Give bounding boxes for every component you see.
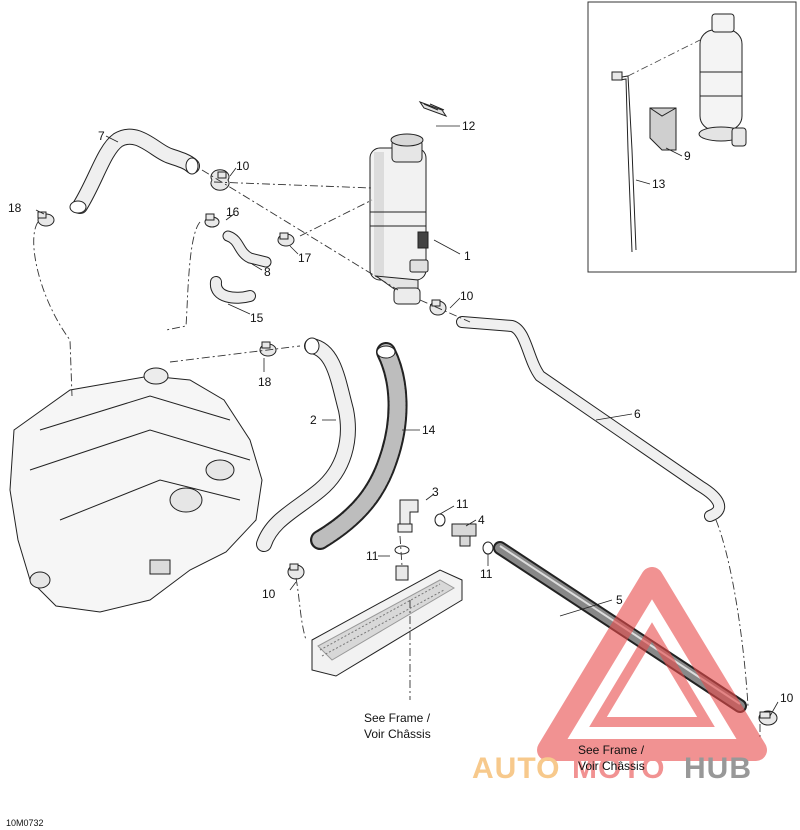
hose-15 — [210, 276, 256, 304]
note-right-fr: Voir Châssis — [578, 759, 645, 773]
label-10-b: 10 — [460, 289, 474, 303]
label-7: 7 — [98, 129, 105, 143]
label-16: 16 — [226, 205, 240, 219]
label-11-c: 11 — [480, 567, 493, 581]
inset-overflow-hose — [611, 71, 637, 253]
elbow-fitting-3 — [397, 499, 419, 533]
diagram-code: 10M0732 — [6, 818, 44, 828]
tee-fitting-4 — [451, 523, 477, 547]
leader-lines — [35, 125, 779, 717]
label-11-b: 11 — [366, 549, 379, 563]
inset-coolant-tank — [698, 13, 747, 147]
label-8: 8 — [264, 265, 271, 279]
heat-exchanger — [311, 565, 463, 677]
connection-lines — [33, 169, 761, 740]
label-5: 5 — [616, 593, 623, 607]
note-left-fr: Voir Châssis — [364, 727, 431, 741]
label-10-d: 10 — [780, 691, 794, 705]
label-10-a: 10 — [236, 159, 250, 173]
label-13: 13 — [652, 177, 666, 191]
clamp-17 — [277, 232, 295, 247]
clamp-10-d — [758, 710, 778, 726]
clamp-18-b — [259, 341, 277, 357]
coolant-reservoir — [369, 133, 429, 305]
reservoir-cap — [418, 101, 448, 117]
hose-6 — [456, 316, 726, 522]
clamp-16 — [204, 213, 220, 228]
label-2: 2 — [310, 413, 317, 427]
watermark-hub: HUB — [684, 752, 752, 785]
clamp-10-a — [210, 169, 230, 191]
inset-panel — [587, 1, 797, 273]
o-rings-11 — [394, 513, 494, 555]
engine-block — [9, 367, 263, 613]
hose-2 — [256, 337, 356, 552]
label-10-c: 10 — [262, 587, 276, 601]
label-12: 12 — [462, 119, 476, 133]
label-4: 4 — [478, 513, 485, 527]
frame-notes: See Frame / Voir Châssis See Frame / Voi… — [364, 711, 645, 773]
watermark-auto: AUTO — [472, 752, 560, 785]
label-9: 9 — [684, 149, 691, 163]
label-3: 3 — [432, 485, 439, 499]
note-right-en: See Frame / — [578, 743, 645, 757]
watermark-logo: AUTO MOTO HUB — [472, 567, 767, 785]
label-17: 17 — [298, 251, 312, 265]
hose-8 — [222, 230, 272, 268]
label-15: 15 — [250, 311, 264, 325]
clamp-10-c — [287, 563, 305, 580]
hose-14 — [310, 342, 408, 550]
label-1: 1 — [464, 249, 471, 263]
inset-pad — [649, 107, 677, 151]
part-labels: 1 2 3 4 5 6 7 8 9 10 10 10 10 11 11 11 1… — [8, 119, 794, 705]
clamp-18-a — [37, 211, 55, 227]
watermark-moto: MOTO — [572, 752, 665, 785]
label-6: 6 — [634, 407, 641, 421]
label-11-a: 11 — [456, 497, 469, 511]
hose-7 — [69, 128, 200, 214]
label-14: 14 — [422, 423, 436, 437]
label-18-b: 18 — [258, 375, 272, 389]
note-left-en: See Frame / — [364, 711, 431, 725]
label-18-a: 18 — [8, 201, 22, 215]
